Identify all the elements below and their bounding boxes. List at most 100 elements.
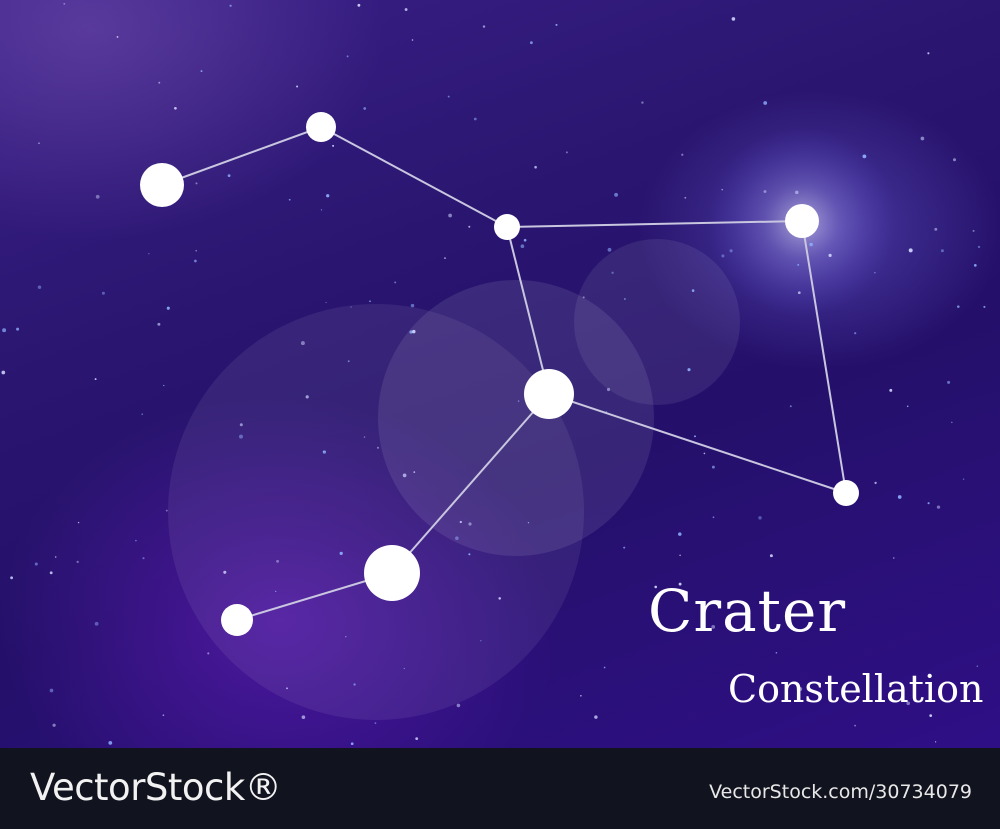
background-star [404,8,408,11]
image-id-text: VectorStock.com/30734079 [709,781,972,803]
background-star [52,723,56,727]
background-star [288,198,291,201]
background-star [874,481,877,485]
background-star [347,360,350,363]
background-star [459,520,462,524]
constellation-stars [140,112,859,636]
background-star [455,536,459,540]
constellation-star [221,604,253,636]
constellation-star [833,480,859,506]
background-star [684,196,687,199]
background-star [678,582,682,586]
background-star [947,380,951,384]
background-star [789,405,792,408]
bokeh-circle-small [574,239,740,405]
background-star [795,190,799,195]
vectorstock-logo: VectorStock® [30,766,282,809]
background-star [325,301,327,304]
background-star [972,229,975,232]
background-star [447,95,450,98]
background-star [162,714,165,716]
background-star [376,446,380,449]
background-star [679,554,681,557]
constellation-line [161,126,322,186]
background-star [305,395,309,399]
background-star [498,597,501,600]
background-star [34,562,38,566]
background-star [296,85,299,88]
background-star [54,556,57,558]
bokeh-circle-medium [378,280,654,556]
background-star [798,687,803,691]
background-star [412,329,416,334]
background-star [920,136,925,141]
background-star [194,259,197,263]
background-star [929,714,933,717]
background-star [611,271,614,274]
background-star [681,153,684,156]
background-star [480,640,482,642]
constellation-line [801,220,847,494]
background-star [63,2,66,5]
background-star [473,117,477,121]
background-star [951,421,953,424]
background-star [862,154,867,159]
background-star [332,144,335,147]
background-star [527,522,530,524]
background-star [413,471,416,473]
constellation-title: Crater [648,577,847,645]
background-star [239,423,243,427]
background-star [357,3,361,7]
background-star [641,101,644,104]
background-star [854,332,857,335]
background-star [468,225,471,228]
background-star [229,4,232,7]
background-star [983,305,986,308]
background-star [320,209,323,211]
background-star [711,465,715,469]
background-star [116,35,119,38]
background-star [854,724,856,727]
background-star [141,413,143,416]
background-star [468,522,472,526]
starry-sky-background: Crater Constellation [0,0,1000,748]
background-star [594,715,598,719]
background-star [174,106,177,110]
background-star [409,330,413,334]
background-star [797,291,801,295]
background-star [339,551,343,556]
background-star [95,194,100,199]
background-star [148,253,150,255]
background-star [353,683,356,686]
background-star [763,190,767,193]
constellation-subtitle: Constellation [728,667,984,711]
background-star [10,576,14,580]
background-star [517,400,520,402]
background-star [49,688,54,693]
background-star [691,289,695,292]
background-star [809,242,813,247]
constellation-star [364,545,420,601]
background-star [207,652,210,655]
background-star [606,387,611,392]
background-star [687,368,691,372]
constellation-star [785,204,819,238]
background-star [200,70,203,73]
background-star [614,192,619,197]
background-star [38,142,40,144]
background-star [49,571,53,575]
background-star [301,715,306,719]
background-star [394,281,397,284]
background-star [582,296,585,299]
background-star [444,257,446,259]
background-star [456,703,461,708]
background-star [410,303,415,308]
constellation-lines [161,126,847,621]
background-star [927,502,930,505]
background-star [163,384,165,387]
background-star [223,570,227,574]
background-star [678,532,682,536]
background-star [523,238,527,242]
background-star [828,253,832,258]
background-star [565,151,568,154]
